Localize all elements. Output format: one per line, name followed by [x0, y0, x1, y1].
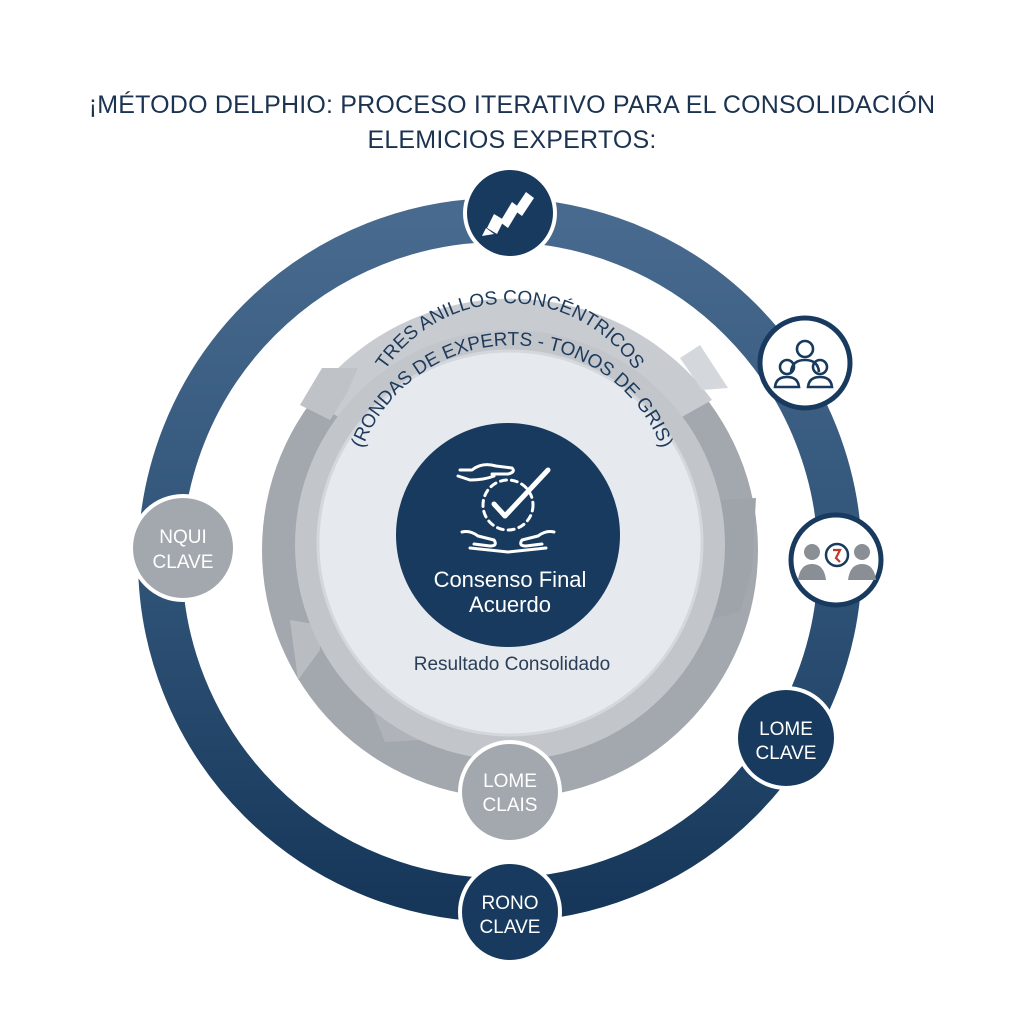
node-bottom-line-2: CLAVE [480, 917, 541, 938]
node-right [788, 512, 884, 608]
people-group-icon [773, 339, 834, 389]
hands-check-icon [456, 463, 556, 554]
node-left-line-2: CLAVE [153, 552, 214, 573]
node-inner-bottom-line-2: CLAIS [483, 795, 538, 816]
gray-ring-upper-segment [310, 298, 712, 418]
center-label-line-2: Acuerdo [469, 592, 551, 617]
center-consensus-disk [396, 423, 620, 647]
diagram-title: ¡MÉTODO DELPHIO: PROCESO ITERATIVO PARA … [0, 88, 1024, 158]
ring-arrow-lower-left [290, 620, 320, 680]
discussion-icon [798, 542, 876, 580]
inner-disk-border [316, 349, 704, 737]
node-bottom: RONO CLAVE [458, 860, 562, 964]
node-top [463, 166, 557, 260]
node-left-line-1: NQUI [159, 527, 207, 548]
ring-arrow-left [300, 368, 358, 420]
node-inner-bottom-line-1: LOME [483, 771, 537, 792]
node-upper-right [757, 315, 853, 411]
pencil-icon [482, 192, 534, 236]
title-line-2: ELEMICIOS EXPERTOS: [367, 126, 657, 154]
node-inner-bottom: LOME CLAIS [458, 740, 562, 844]
node-bottom-line-1: RONO [482, 893, 539, 914]
node-lower-right-line-2: CLAVE [756, 743, 817, 764]
title-line-1: ¡MÉTODO DELPHIO: PROCESO ITERATIVO PARA … [88, 91, 936, 119]
result-label: Resultado Consolidado [414, 654, 610, 675]
node-left: NQUI CLAVE [129, 494, 237, 602]
node-lower-right-line-1: LOME [759, 719, 813, 740]
node-lower-right: LOME CLAVE [734, 686, 838, 790]
ring-arrow-upper-right [680, 345, 728, 390]
center-label-line-1: Consenso Final [434, 567, 587, 592]
